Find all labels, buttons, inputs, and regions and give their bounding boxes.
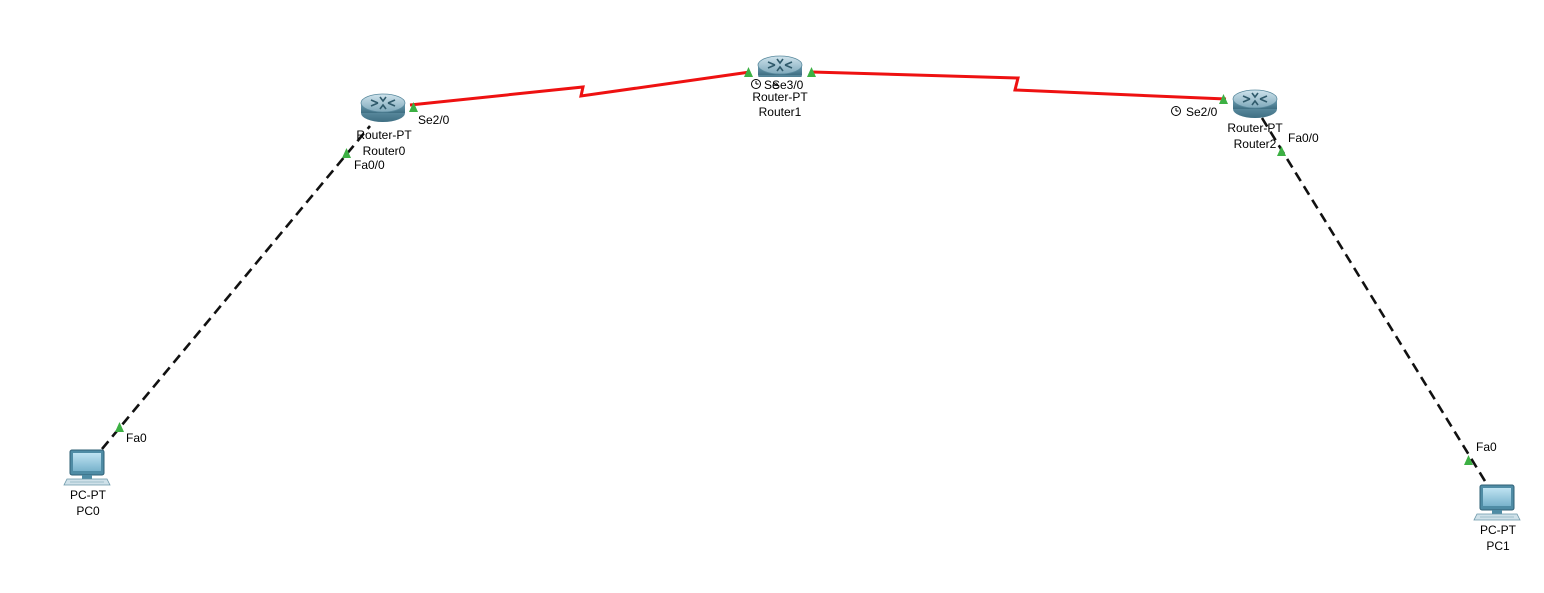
pc1-fa-port-label: Fa0 — [1476, 440, 1497, 454]
clock-icon — [1171, 106, 1181, 116]
router0-name-label: Router0 — [363, 144, 406, 158]
link-up-indicator-router2-fa — [1277, 146, 1286, 156]
router0-serial-port-label: Se2/0 — [418, 113, 450, 127]
pc0-model-label: PC-PT — [70, 488, 107, 502]
serial-link-router0-router1[interactable] — [409, 70, 751, 107]
pc-icon[interactable] — [63, 449, 111, 486]
router1-name-label: Router1 — [759, 105, 802, 119]
router0-device[interactable]: Router-PT Router0 — [356, 93, 412, 158]
router2-serial-port-label: Se2/0 — [1186, 105, 1218, 119]
pc1-model-label: PC-PT — [1480, 523, 1517, 537]
ethernet-link-router2-pc1[interactable] — [1260, 117, 1490, 487]
router2-name-label: Router2 — [1234, 137, 1277, 151]
router1-device[interactable]: Router-PT Router1 — [748, 55, 810, 119]
router2-fa-port-label: Fa0/0 — [1288, 131, 1319, 145]
router2-model-label: Router-PT — [1227, 121, 1283, 135]
pc1-name-label: PC1 — [1486, 539, 1510, 553]
link-up-indicator-pc0-fa — [115, 422, 124, 432]
router0-fa-port-label: Fa0/0 — [354, 158, 385, 172]
link-up-indicator-router2-se — [1219, 94, 1228, 104]
router-icon[interactable] — [360, 93, 406, 123]
link-up-indicator-router1-se-left — [744, 67, 753, 77]
pc1-device[interactable]: PC-PT PC1 — [1473, 484, 1521, 553]
pc0-device[interactable]: PC-PT PC0 — [63, 449, 111, 518]
pc-icon[interactable] — [1473, 484, 1521, 521]
link-up-indicator-router0-se — [409, 102, 418, 112]
link-status-indicators — [115, 67, 1473, 465]
clock-icon — [751, 79, 761, 89]
router-icon[interactable] — [1232, 89, 1278, 119]
link-up-indicator-router0-fa — [342, 148, 351, 158]
link-up-indicator-router1-se-right — [807, 67, 816, 77]
link-up-indicator-pc1-fa — [1464, 455, 1473, 465]
ethernet-link-pc0-router0[interactable] — [100, 125, 372, 450]
pc0-name-label: PC0 — [76, 504, 100, 518]
router1-port-label-background — [748, 77, 810, 92]
router1-serial-right-port-label: Se3/0 — [772, 78, 804, 92]
serial-link-router1-router2[interactable] — [811, 70, 1227, 101]
router0-model-label: Router-PT — [356, 128, 412, 142]
router1-serial-left-port-label: Se — [764, 78, 779, 92]
pc0-fa-port-label: Fa0 — [126, 431, 147, 445]
router1-model-label: Router-PT — [752, 90, 808, 104]
router2-device[interactable]: Router-PT Router2 — [1227, 89, 1283, 151]
